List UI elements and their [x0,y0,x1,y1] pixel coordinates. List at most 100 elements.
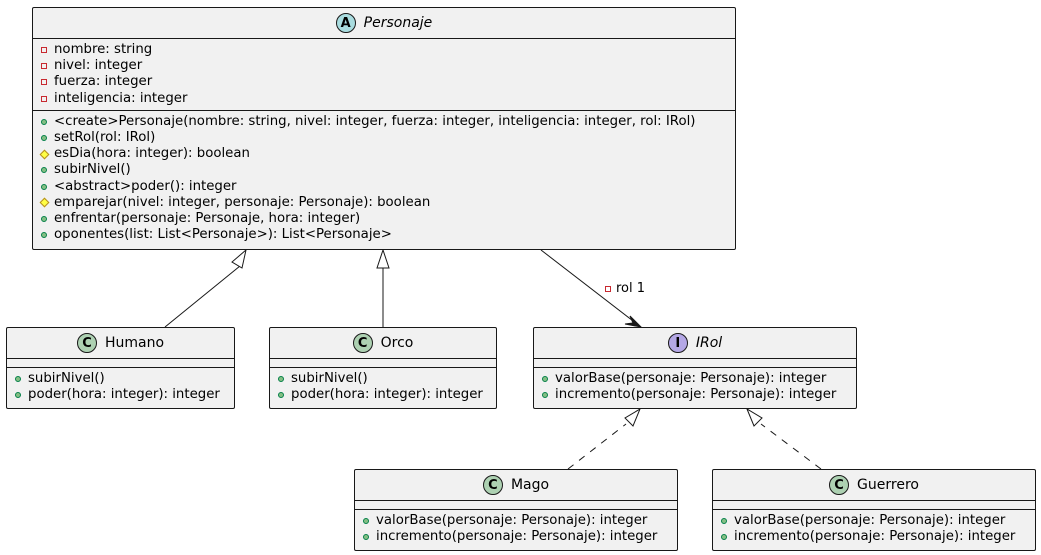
member-text: incremento(personaje: Personaje): intege… [376,529,658,545]
member-text: incremento(personaje: Personaje): intege… [555,387,837,403]
attributes-section [355,501,677,510]
protected-visibility-icon [39,149,49,160]
private-visibility-icon [39,95,49,102]
member-row: enfrentar(personaje: Personaje, hora: in… [39,211,735,227]
protected-visibility-icon [39,197,49,208]
class-guerrero[interactable]: C Guerrero valorBase(personaje: Personaj… [712,469,1036,551]
member-row: subirNivel() [276,371,496,387]
member-text: oponentes(list: List<Personaje>): List<P… [54,227,392,243]
member-text: valorBase(personaje: Personaje): integer [376,513,648,528]
class-icon: C [76,333,97,353]
member-text: valorBase(personaje: Personaje): integer [555,371,827,386]
member-text: <abstract>poder(): integer [54,178,237,194]
public-visibility-icon [276,392,286,399]
class-name: Humano [104,335,165,351]
public-visibility-icon [361,534,371,541]
public-visibility-icon [39,215,49,222]
member-row: inteligencia: integer [39,91,735,107]
methods-section: <create>Personaje(nombre: string, nivel:… [33,111,735,247]
member-row: nivel: integer [39,58,735,74]
public-visibility-icon [39,167,49,174]
realization-mago-irol [567,407,642,470]
member-row: setRol(rol: IRol) [39,130,735,146]
member-text: poder(hora: integer): integer [291,387,483,403]
attributes-section [270,359,496,368]
class-icon: C [352,333,373,353]
generalization-orco-personaje [376,248,390,327]
public-visibility-icon [39,118,49,125]
class-header: C Humano [7,328,234,359]
member-text: incremento(personaje: Personaje): intege… [734,529,1016,545]
member-row: valorBase(personaje: Personaje): integer [719,513,1035,529]
member-text: subirNivel() [291,371,368,386]
member-row: esDia(hora: integer): boolean [39,146,735,162]
member-text: emparejar(nivel: integer, personaje: Per… [54,194,431,210]
private-visibility-icon [39,63,49,70]
public-visibility-icon [540,376,550,383]
class-icon: C [829,475,850,495]
class-name: Guerrero [857,477,919,493]
generalization-humano-personaje [164,248,247,328]
member-text: poder(hora: integer): integer [28,387,220,403]
public-visibility-icon [13,376,23,383]
public-visibility-icon [361,518,371,525]
member-text: esDia(hora: integer): boolean [54,146,250,162]
private-visibility-icon [39,79,49,86]
class-humano[interactable]: C Humano subirNivel()poder(hora: integer… [6,327,235,409]
member-row: <abstract>poder(): integer [39,179,735,195]
member-row: incremento(personaje: Personaje): intege… [719,529,1035,545]
class-icon: C [482,475,503,495]
member-text: nivel: integer [54,58,143,74]
abstract-class-icon: A [335,13,356,33]
class-header: A Personaje [33,8,735,39]
private-icon [604,285,612,292]
association-label-text: rol 1 [616,281,646,296]
association-label: rol 1 [604,281,645,296]
public-visibility-icon [13,392,23,399]
member-row: poder(hora: integer): integer [276,387,496,403]
methods-section: valorBase(personaje: Personaje): integer… [713,510,1035,548]
class-mago[interactable]: C Mago valorBase(personaje: Personaje): … [354,469,678,551]
public-visibility-icon [719,518,729,525]
methods-section: subirNivel()poder(hora: integer): intege… [270,368,496,406]
member-row: valorBase(personaje: Personaje): integer [540,371,856,387]
member-text: subirNivel() [54,162,131,178]
methods-section: valorBase(personaje: Personaje): integer… [355,510,677,548]
attributes-section [713,501,1035,510]
member-row: fuerza: integer [39,74,735,90]
member-row: <create>Personaje(nombre: string, nivel:… [39,114,735,130]
public-visibility-icon [39,183,49,190]
member-text: subirNivel() [28,371,105,386]
member-row: incremento(personaje: Personaje): intege… [361,529,677,545]
class-orco[interactable]: C Orco subirNivel()poder(hora: integer):… [269,327,497,409]
member-row: oponentes(list: List<Personaje>): List<P… [39,227,735,243]
methods-section: subirNivel()poder(hora: integer): intege… [7,368,234,406]
public-visibility-icon [276,376,286,383]
class-header: I IRol [534,328,856,359]
class-header: C Orco [270,328,496,359]
member-row: incremento(personaje: Personaje): intege… [540,387,856,403]
class-header: C Guerrero [713,470,1035,501]
interface-irol[interactable]: I IRol valorBase(personaje: Personaje): … [533,327,857,409]
member-row: emparejar(nivel: integer, personaje: Per… [39,195,735,211]
methods-section: valorBase(personaje: Personaje): integer… [534,368,856,406]
realization-guerrero-irol [745,407,822,470]
member-text: valorBase(personaje: Personaje): integer [734,513,1006,528]
class-name: Orco [380,335,414,351]
member-row: poder(hora: integer): integer [13,387,234,403]
member-text: fuerza: integer [54,74,153,90]
private-visibility-icon [39,47,49,54]
member-text: setRol(rol: IRol) [54,129,156,145]
class-name: IRol [695,335,723,351]
interface-icon: I [667,333,688,353]
member-text: <create>Personaje(nombre: string, nivel:… [54,113,696,129]
public-visibility-icon [39,232,49,239]
class-name: Mago [510,477,550,493]
class-header: C Mago [355,470,677,501]
public-visibility-icon [39,135,49,142]
member-row: valorBase(personaje: Personaje): integer [361,513,677,529]
